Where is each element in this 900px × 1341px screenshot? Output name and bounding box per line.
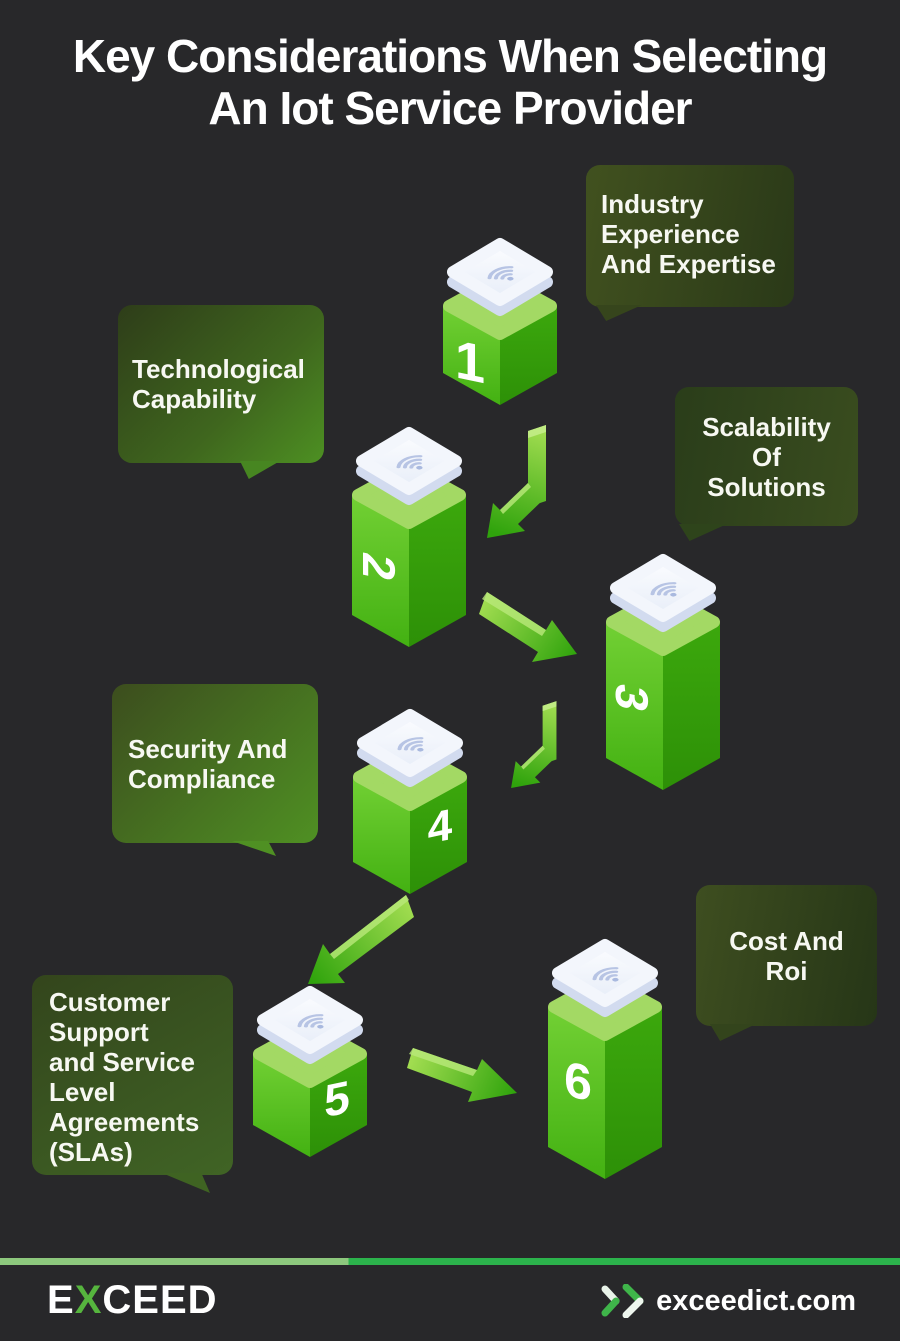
pillar-5: 5 (253, 986, 367, 1157)
wifi-icon (297, 1014, 324, 1029)
device-tile (552, 939, 658, 1017)
device-tile (447, 238, 553, 316)
pillar-6: 6 (548, 939, 662, 1179)
wifi-icon (396, 455, 423, 470)
arrow-icon-step5-to-step6 (407, 1048, 517, 1102)
device-tile (357, 709, 463, 787)
website-link: exceedict.com (600, 1284, 856, 1318)
bubble-tail (232, 841, 276, 856)
bubble-security-compliance: Security And Compliance (112, 684, 318, 856)
page-title-line2: An Iot Service Provider (208, 82, 692, 134)
logo-letters: CEED (102, 1278, 218, 1322)
bubble-scalability: Scalability Of Solutions (675, 387, 858, 541)
wifi-icon (397, 737, 424, 752)
arrow-icon-step4-to-step5 (308, 895, 414, 984)
bubble-label: Industry Experience And Expertise (601, 189, 776, 279)
pillar-4: 4 (353, 709, 467, 894)
bubble-label: Technological Capability (132, 354, 305, 414)
page-title: Key Considerations When Selecting An Iot… (0, 30, 900, 134)
pillar-number: 1 (455, 329, 485, 396)
logo-letter: E (47, 1278, 75, 1322)
logo-x-letter: X (74, 1278, 103, 1322)
pillar-1: 1 (443, 238, 557, 405)
bubble-cost-roi: Cost And Roi (696, 885, 877, 1041)
exceed-logo: EXCEED (47, 1278, 218, 1323)
device-tile (356, 427, 462, 505)
bubble-technological-capability: Technological Capability (118, 305, 324, 479)
pillar-2: 2 (352, 427, 466, 647)
arrow-icon-step1-to-step2 (487, 425, 546, 538)
wifi-icon (650, 582, 677, 597)
pillar-3: 3 (606, 554, 720, 790)
bubble-label: Scalability Of Solutions (702, 411, 831, 502)
arrow-icon-step2-to-step3 (479, 592, 577, 662)
bubble-tail (596, 305, 642, 321)
page-title-line1: Key Considerations When Selecting (72, 30, 828, 82)
bubble-industry-experience: Industry Experience And Expertise (586, 165, 794, 321)
device-tile (610, 554, 716, 632)
pillar-number: 5 (324, 1071, 350, 1128)
bubble-tail (710, 1024, 756, 1041)
bubble-label: Customer Support and Service Level Agree… (49, 987, 200, 1167)
bubble-label: Security And Compliance (128, 733, 288, 794)
footer-divider (0, 1258, 900, 1265)
wifi-icon (592, 967, 619, 982)
bubble-customer-support-sla: Customer Support and Service Level Agree… (32, 975, 233, 1193)
double-chevron-icon (601, 1284, 644, 1318)
pillar-number: 6 (564, 1050, 592, 1112)
device-tile (257, 986, 363, 1064)
bubble-tail (679, 524, 727, 541)
pillar-number: 4 (428, 800, 453, 854)
bubble-tail (162, 1173, 210, 1193)
wifi-icon (487, 266, 514, 281)
website-text: exceedict.com (656, 1284, 856, 1317)
arrow-icon-step3-to-step4 (511, 701, 557, 788)
bubble-tail (240, 461, 280, 479)
bubble-label: Cost And Roi (729, 925, 844, 986)
